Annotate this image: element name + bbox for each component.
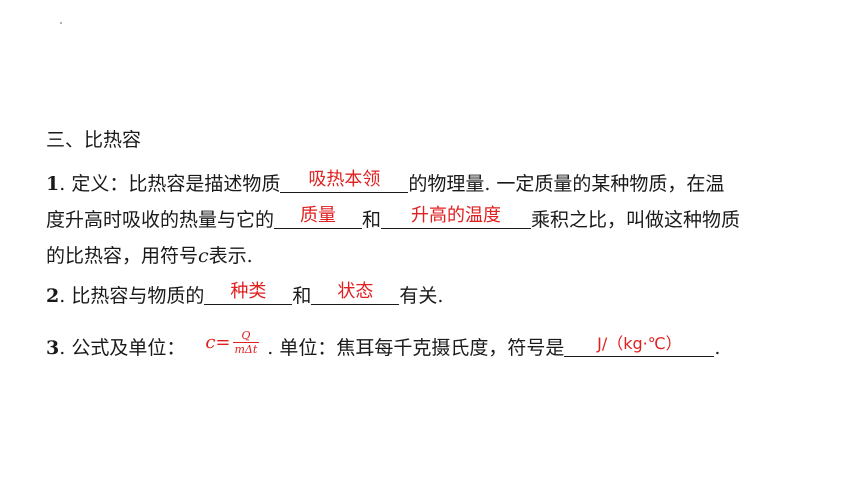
- item2-answer1: 种类: [230, 281, 267, 302]
- item1-number: 1: [46, 173, 60, 195]
- formula-denominator: mΔt: [234, 343, 258, 356]
- section-heading: 三、比热容: [46, 129, 142, 151]
- item3-text-a: . 公式及单位：: [59, 337, 186, 359]
- item1-blank3: 升高的温度: [381, 205, 532, 229]
- item3-answer1: J/（kg·℃）: [597, 334, 682, 353]
- item1-text-a: . 定义：比热容是描述物质: [59, 173, 281, 195]
- formula-numerator: Q: [232, 330, 260, 343]
- item2-text-b: 和: [292, 285, 312, 307]
- item1-blank2: 质量: [274, 205, 363, 229]
- item1-line1: 1. 定义：比热容是描述物质 吸热本领 的物理量. 一定质量的某种物质，在温: [46, 170, 724, 196]
- symbol-c: c: [198, 245, 209, 267]
- item2-answer2: 状态: [337, 281, 374, 302]
- item1-text-g: 表示.: [208, 245, 253, 267]
- decorative-dot: [60, 22, 62, 24]
- item3-text-c: .: [714, 337, 721, 359]
- item1-line3: 的比热容，用符号c表示.: [46, 244, 253, 268]
- item1-line2: 度升高时吸收的热量与它的 质量 和 升高的温度 乘积之比，叫做这种物质: [46, 206, 740, 232]
- item2-line: 2. 比热容与物质的 种类 和 状态 有关.: [46, 282, 443, 308]
- item2-blank1: 种类: [204, 281, 293, 305]
- item1-answer2: 质量: [300, 205, 337, 226]
- item1-blank1: 吸热本领: [280, 169, 409, 193]
- item1-text-b: 的物理量. 一定质量的某种物质，在温: [408, 173, 725, 195]
- item3-blank1: J/（kg·℃）: [564, 334, 715, 357]
- item1-answer3: 升高的温度: [411, 205, 502, 226]
- item3-number: 3: [46, 337, 60, 359]
- formula-lhs: c=: [205, 332, 231, 353]
- item2-text-a: . 比热容与物质的: [59, 285, 205, 307]
- item1-text-e: 乘积之比，叫做这种物质: [531, 209, 741, 231]
- item2-text-c: 有关.: [399, 285, 444, 307]
- item1-answer1: 吸热本领: [308, 169, 381, 190]
- item1-text-f: 的比热容，用符号: [46, 245, 199, 267]
- item1-text-d: 和: [362, 209, 382, 231]
- item3-text-b: . 单位：焦耳每千克摄氏度，符号是: [267, 337, 565, 359]
- item1-text-c: 度升高时吸收的热量与它的: [46, 209, 275, 231]
- item2-number: 2: [46, 285, 60, 307]
- item2-blank2: 状态: [311, 281, 400, 305]
